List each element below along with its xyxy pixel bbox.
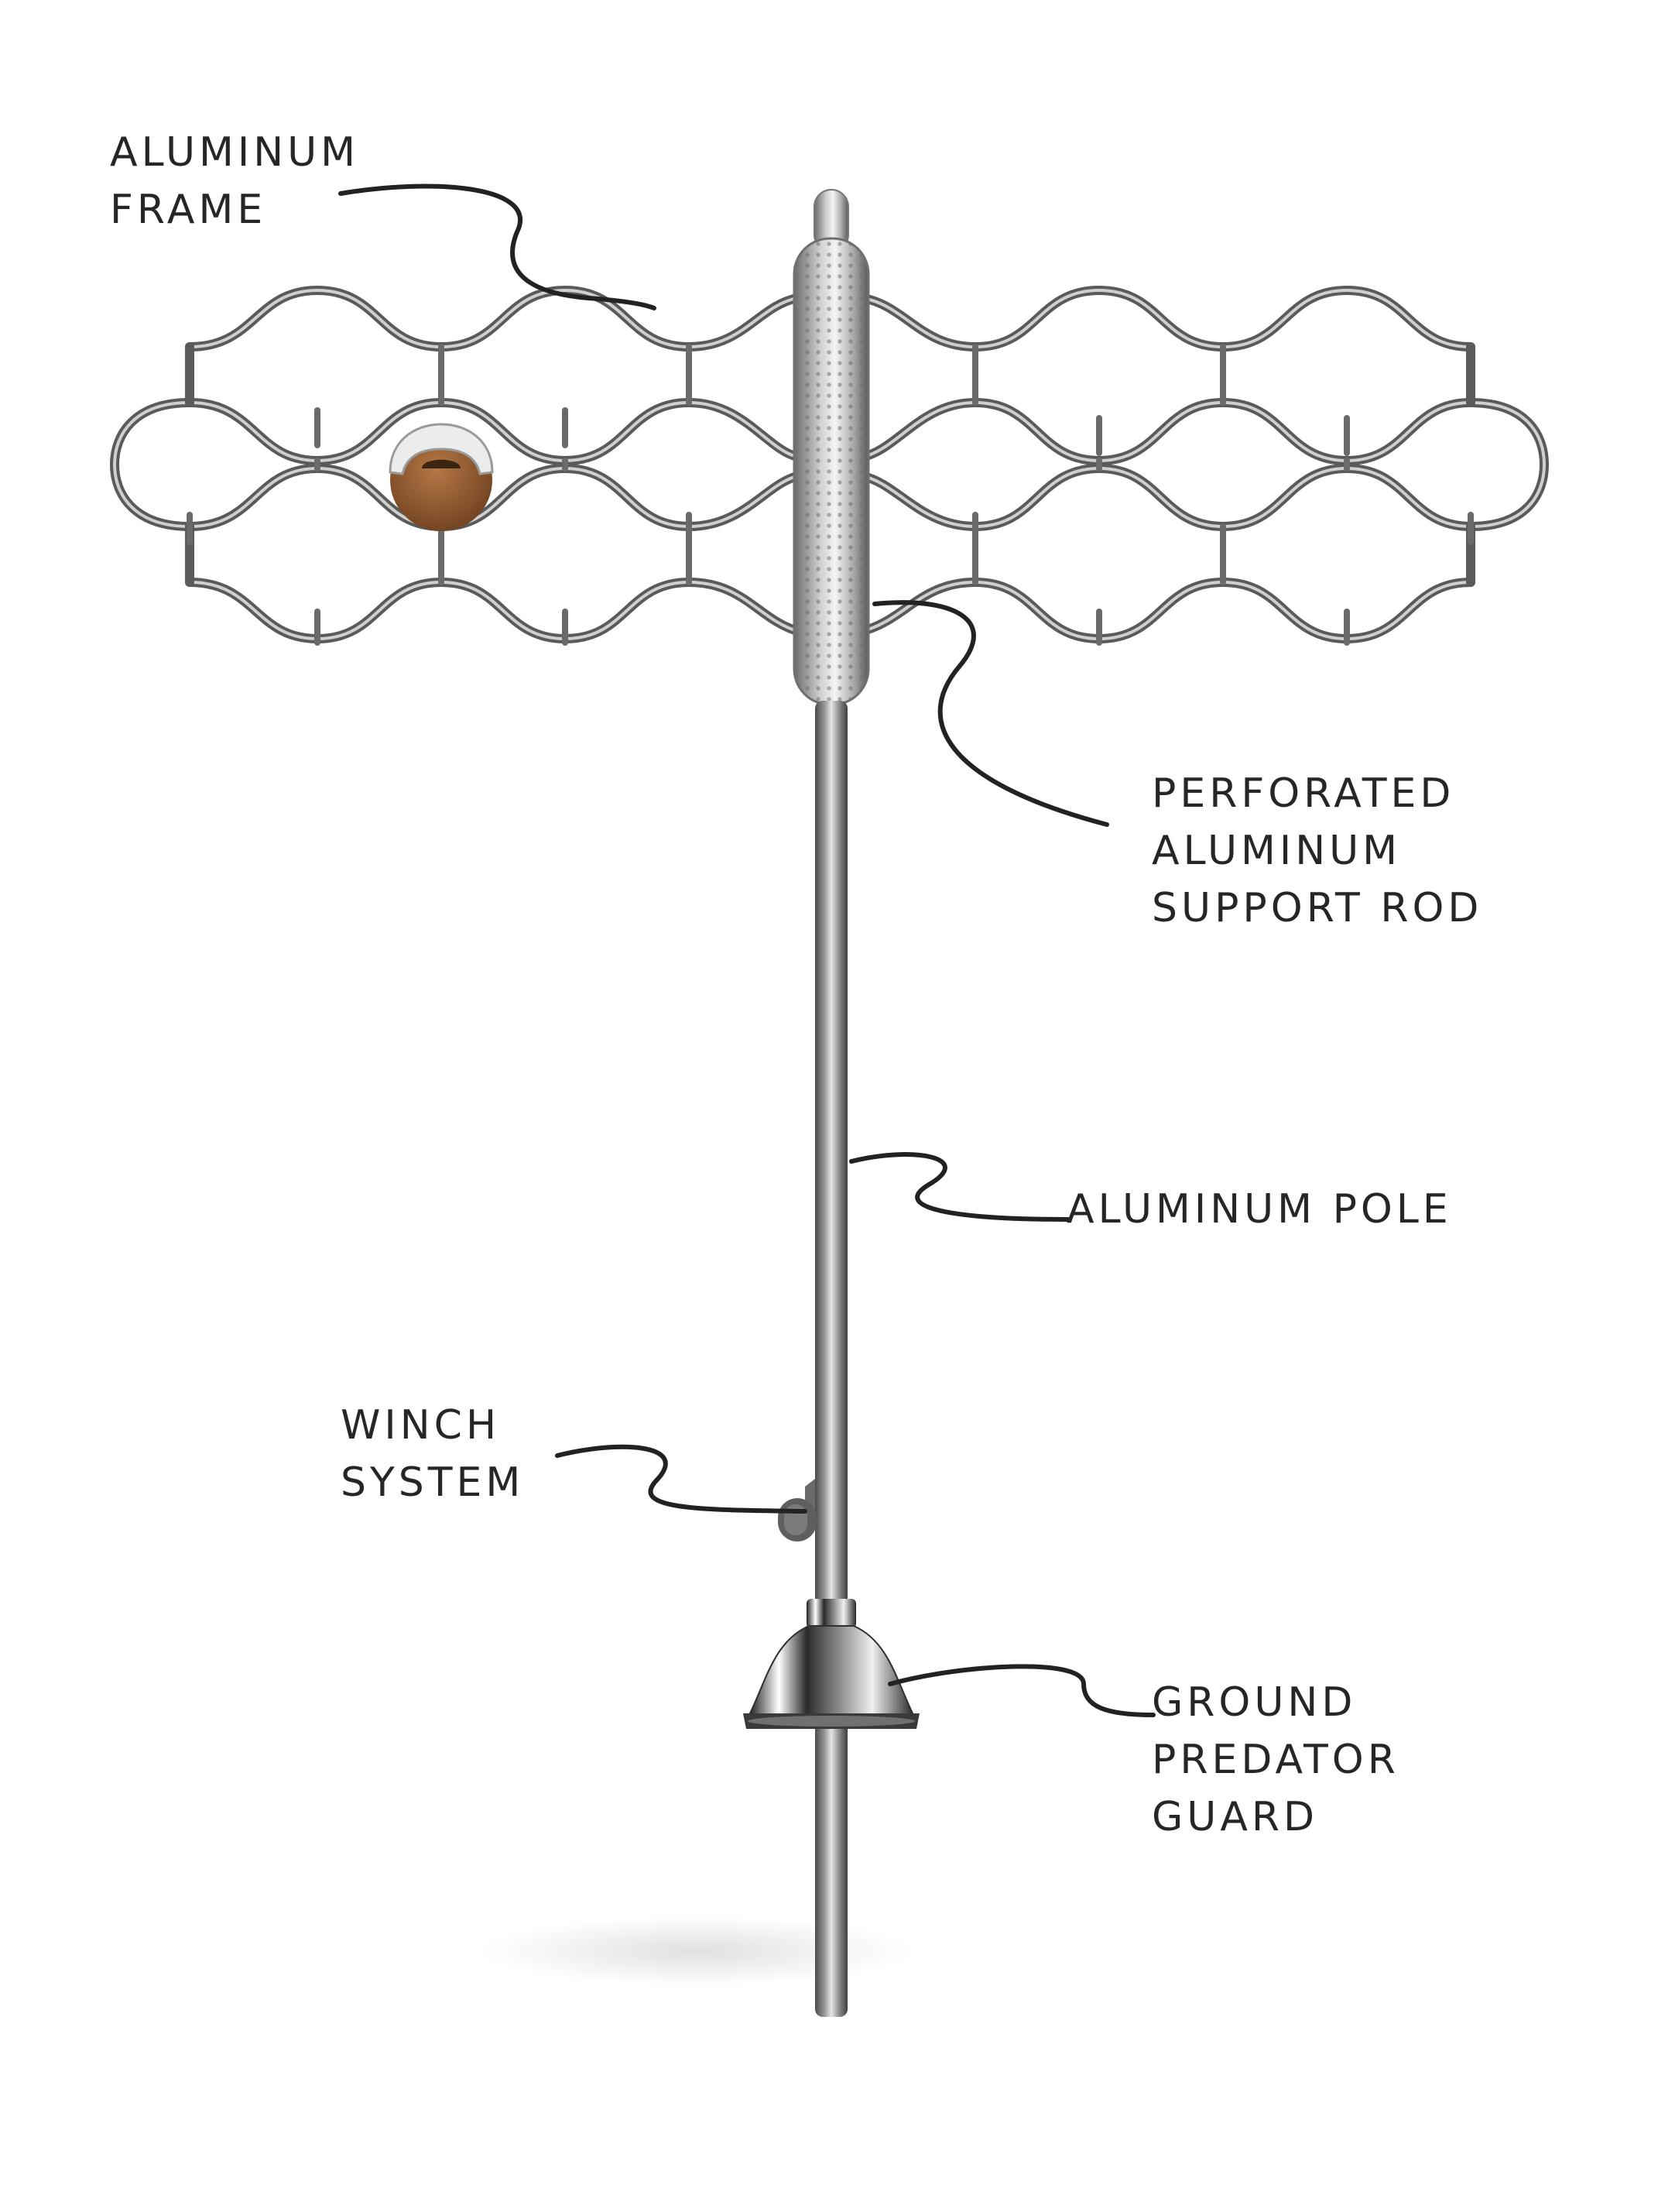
leader-line-guard bbox=[888, 1664, 1156, 1717]
callout-support-rod-line-1: PERFORATED bbox=[1152, 770, 1455, 817]
callout-guard-line-2: PREDATOR bbox=[1152, 1737, 1399, 1783]
callout-winch-system: WINCH SYSTEM bbox=[341, 1397, 524, 1511]
callout-aluminum-pole-line-1: ALUMINUM POLE bbox=[1067, 1186, 1452, 1233]
callout-winch-system-line-2: SYSTEM bbox=[341, 1459, 525, 1506]
leader-line-support-rod bbox=[872, 600, 1109, 827]
ground-predator-guard bbox=[743, 1599, 920, 1729]
aluminum-frame bbox=[110, 285, 1549, 646]
ground-shadow bbox=[480, 1916, 913, 1986]
callout-ground-predator-guard: GROUND PREDATOR GUARD bbox=[1152, 1674, 1399, 1846]
callout-aluminum-frame: ALUMINUM FRAME bbox=[110, 124, 359, 238]
nest-pod bbox=[389, 423, 494, 531]
callout-support-rod-line-2: ALUMINUM bbox=[1152, 828, 1402, 874]
callout-support-rod-line-3: SUPPORT ROD bbox=[1152, 885, 1483, 931]
leader-lines bbox=[338, 183, 1156, 1717]
callout-guard-line-3: GUARD bbox=[1152, 1794, 1319, 1840]
callout-aluminum-frame-line-1: ALUMINUM bbox=[110, 129, 360, 176]
callout-guard-line-1: GROUND bbox=[1152, 1679, 1357, 1726]
leader-line-winch bbox=[555, 1444, 807, 1514]
callout-aluminum-frame-line-2: FRAME bbox=[110, 187, 267, 233]
leader-line-pole bbox=[849, 1152, 1071, 1222]
perforated-support-rod bbox=[793, 189, 870, 706]
leader-line-frame bbox=[338, 183, 656, 310]
callout-aluminum-pole: ALUMINUM POLE bbox=[1067, 1181, 1452, 1238]
callout-winch-system-line-1: WINCH bbox=[341, 1402, 501, 1449]
callout-perforated-support-rod: PERFORATED ALUMINUM SUPPORT ROD bbox=[1152, 765, 1482, 937]
aluminum-pole bbox=[815, 701, 848, 2017]
